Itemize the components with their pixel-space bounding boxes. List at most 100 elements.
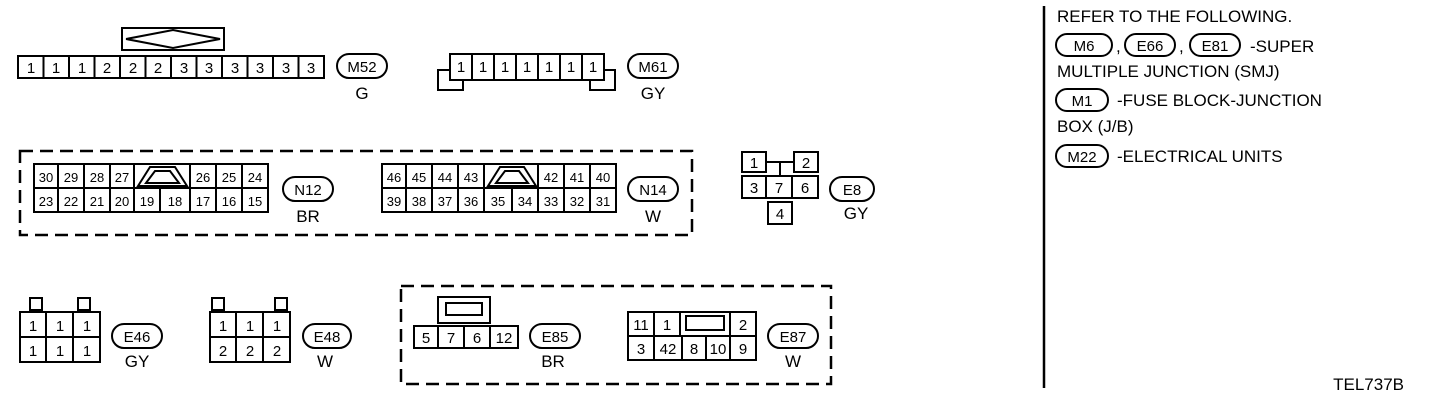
e48-pin: 1 (273, 318, 281, 335)
e8-pin: 2 (802, 155, 810, 172)
n14-pin: 34 (518, 194, 532, 209)
e87-pin: 11 (633, 317, 649, 334)
e8-pin: 4 (776, 206, 784, 223)
n12-pin: 21 (90, 194, 104, 209)
e85-pin: 5 (422, 330, 430, 347)
e46-pin: 1 (29, 343, 37, 360)
n14-wire-color: W (645, 207, 661, 226)
n12-pin: 29 (64, 170, 78, 185)
connector-e87: 11 1 2 3 42 8 10 9 E87 W (627, 311, 819, 371)
e87-pin: 42 (660, 341, 677, 358)
e85-pin: 12 (496, 330, 513, 347)
e8-pin: 7 (775, 180, 783, 197)
legend-smj-desc-2: MULTIPLE JUNCTION (SMJ) (1057, 62, 1280, 81)
harness-group-box-n (18, 149, 694, 237)
m52-pin: 1 (78, 60, 86, 77)
e46-pin: 1 (83, 318, 91, 335)
m52-pin: 3 (205, 60, 213, 77)
n12-pin: 20 (115, 194, 129, 209)
e48-pin: 2 (273, 343, 281, 360)
connector-e48: 1 1 1 2 2 2 E48 W (209, 297, 352, 371)
legend-smj-code: E81 (1202, 38, 1229, 55)
n12-pin: 22 (64, 194, 78, 209)
n12-pin: 27 (115, 170, 129, 185)
e87-pin: 3 (637, 341, 645, 358)
e85-pin: 6 (473, 330, 481, 347)
n14-pin: 38 (412, 194, 426, 209)
n12-code-oval (282, 176, 334, 202)
n14-pin: 31 (596, 194, 610, 209)
n14-pin: 42 (544, 170, 558, 185)
m52-pin-labels: 1 1 1 2 2 2 3 3 3 3 3 3 (27, 60, 315, 77)
n12-pin: 28 (90, 170, 104, 185)
n14-pin: 39 (387, 194, 401, 209)
n12-pin: 24 (248, 170, 262, 185)
e87-pin: 10 (710, 341, 727, 358)
e48-pin: 1 (219, 318, 227, 335)
n14-pin: 43 (464, 170, 478, 185)
connector-e85: 5 7 6 12 E85 BR (413, 296, 581, 371)
m52-code: M52 (347, 59, 376, 76)
e46-wire-color: GY (125, 352, 150, 371)
e8-pin: 6 (801, 180, 809, 197)
n12-key (136, 166, 189, 187)
m61-pin: 1 (589, 59, 597, 76)
m61-body (449, 53, 605, 81)
n14-pin: 40 (596, 170, 610, 185)
m61-pin: 1 (479, 59, 487, 76)
n12-wire-color: BR (296, 207, 320, 226)
connector-m61: 1 1 1 1 1 1 1 M61 GY (437, 53, 679, 103)
m52-pin: 3 (307, 60, 315, 77)
e87-code-oval (767, 323, 819, 349)
e85-code: E85 (542, 329, 569, 346)
n12-pin: 17 (196, 194, 210, 209)
m52-latch (121, 27, 225, 51)
connector-n14: 46 45 44 43 42 41 40 39 38 37 36 35 34 3… (381, 163, 679, 226)
legend-smj-code: M6 (1074, 38, 1095, 55)
n12-pin: 19 (140, 194, 154, 209)
m61-pin: 1 (545, 59, 553, 76)
e8-pin: 3 (750, 180, 758, 197)
m52-pin: 1 (52, 60, 60, 77)
m61-wire-color: GY (641, 84, 666, 103)
n14-pin: 35 (491, 194, 505, 209)
e48-pin: 2 (219, 343, 227, 360)
n12-pin: 16 (222, 194, 236, 209)
e87-code: E87 (780, 329, 807, 346)
e87-key (685, 315, 725, 331)
m52-pin: 3 (282, 60, 290, 77)
n14-pin: 45 (412, 170, 426, 185)
connector-e46: 1 1 1 1 1 1 E46 GY (19, 297, 163, 371)
legend: REFER TO THE FOLLOWING. M6 , E66 , E81 -… (1055, 7, 1322, 168)
m52-pin: 2 (103, 60, 111, 77)
n12-pin: 25 (222, 170, 236, 185)
e87-wire-color: W (785, 352, 801, 371)
e87-pin: 9 (739, 341, 747, 358)
n12-code: N12 (294, 182, 322, 199)
e85-body (413, 325, 519, 349)
harness-group-box-e (399, 284, 833, 386)
e46-code-oval (111, 323, 163, 349)
e85-wire-color: BR (541, 352, 565, 371)
connector-e8: 1 2 3 7 6 4 E8 GY (741, 151, 875, 225)
n14-code-oval (627, 176, 679, 202)
e48-code-oval (302, 323, 352, 349)
e46-pin: 1 (83, 343, 91, 360)
e48-pin: 2 (246, 343, 254, 360)
legend-eu-desc: -ELECTRICAL UNITS (1117, 147, 1283, 166)
e87-pin: 1 (663, 317, 671, 334)
legend-jb-desc-2: BOX (J/B) (1057, 117, 1134, 136)
n14-pin: 32 (570, 194, 584, 209)
n12-pin: 15 (248, 194, 262, 209)
legend-jb-desc: -FUSE BLOCK-JUNCTION (1117, 91, 1322, 110)
n14-pin: 33 (544, 194, 558, 209)
m61-pin: 1 (567, 59, 575, 76)
legend-heading: REFER TO THE FOLLOWING. (1057, 7, 1292, 26)
m52-pin: 2 (154, 60, 162, 77)
m52-code-oval (336, 53, 388, 79)
connector-m52: 1 1 1 2 2 2 3 3 3 3 3 3 M52 G (17, 27, 388, 103)
e85-key (445, 302, 483, 316)
m61-pin: 1 (501, 59, 509, 76)
n14-key (486, 166, 538, 187)
